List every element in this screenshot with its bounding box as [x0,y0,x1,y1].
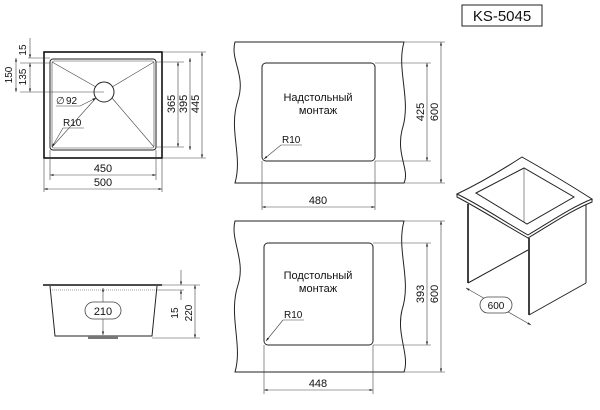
dim-600-overmount: 600 [429,103,441,121]
model-title: KS-5045 [473,8,531,25]
sink-top-view: 15 135 150 365 395 445 450 500 ∅ 92 R10 [4,38,206,192]
drain-diameter-label: 92 [66,96,78,107]
drain-outlet [88,336,118,339]
dim-500: 500 [94,177,112,189]
dim-cabinet-600: 600 [488,301,505,312]
dim-480: 480 [309,195,327,207]
dim-395: 395 [178,95,190,113]
dim-600-undermount: 600 [429,285,441,303]
dim-220: 220 [184,304,195,321]
dim-210: 210 [94,306,112,318]
undermount-cutout-view: Подстольный монтаж R10 393 600 448 [233,220,445,394]
radius-label: R10 [63,118,82,129]
dim-450: 450 [94,163,112,175]
undermount-radius-label: R10 [284,310,303,321]
undermount-label-2: монтаж [299,283,338,295]
overmount-label-2: монтаж [299,105,338,117]
diameter-symbol: ∅ [56,96,65,107]
dim-393: 393 [415,285,427,303]
overmount-radius-label: R10 [282,135,301,146]
undermount-label: Подстольный [284,270,353,282]
dim-365: 365 [166,95,178,113]
dim-15: 15 [18,44,29,56]
dim-425: 425 [415,103,427,121]
dim-445: 445 [190,95,202,113]
dim-135: 135 [18,68,29,85]
sink-side-view: 210 15 220 [43,270,200,339]
dim-150: 150 [4,66,15,83]
overmount-cutout-view: Надстольный монтаж R10 425 600 480 [233,41,445,210]
dim-15-side: 15 [170,307,181,319]
model-title-box: KS-5045 [461,4,543,27]
overmount-label: Надстольный [283,92,352,104]
dim-448: 448 [309,378,327,390]
cabinet-isometric: 600 [455,156,594,326]
